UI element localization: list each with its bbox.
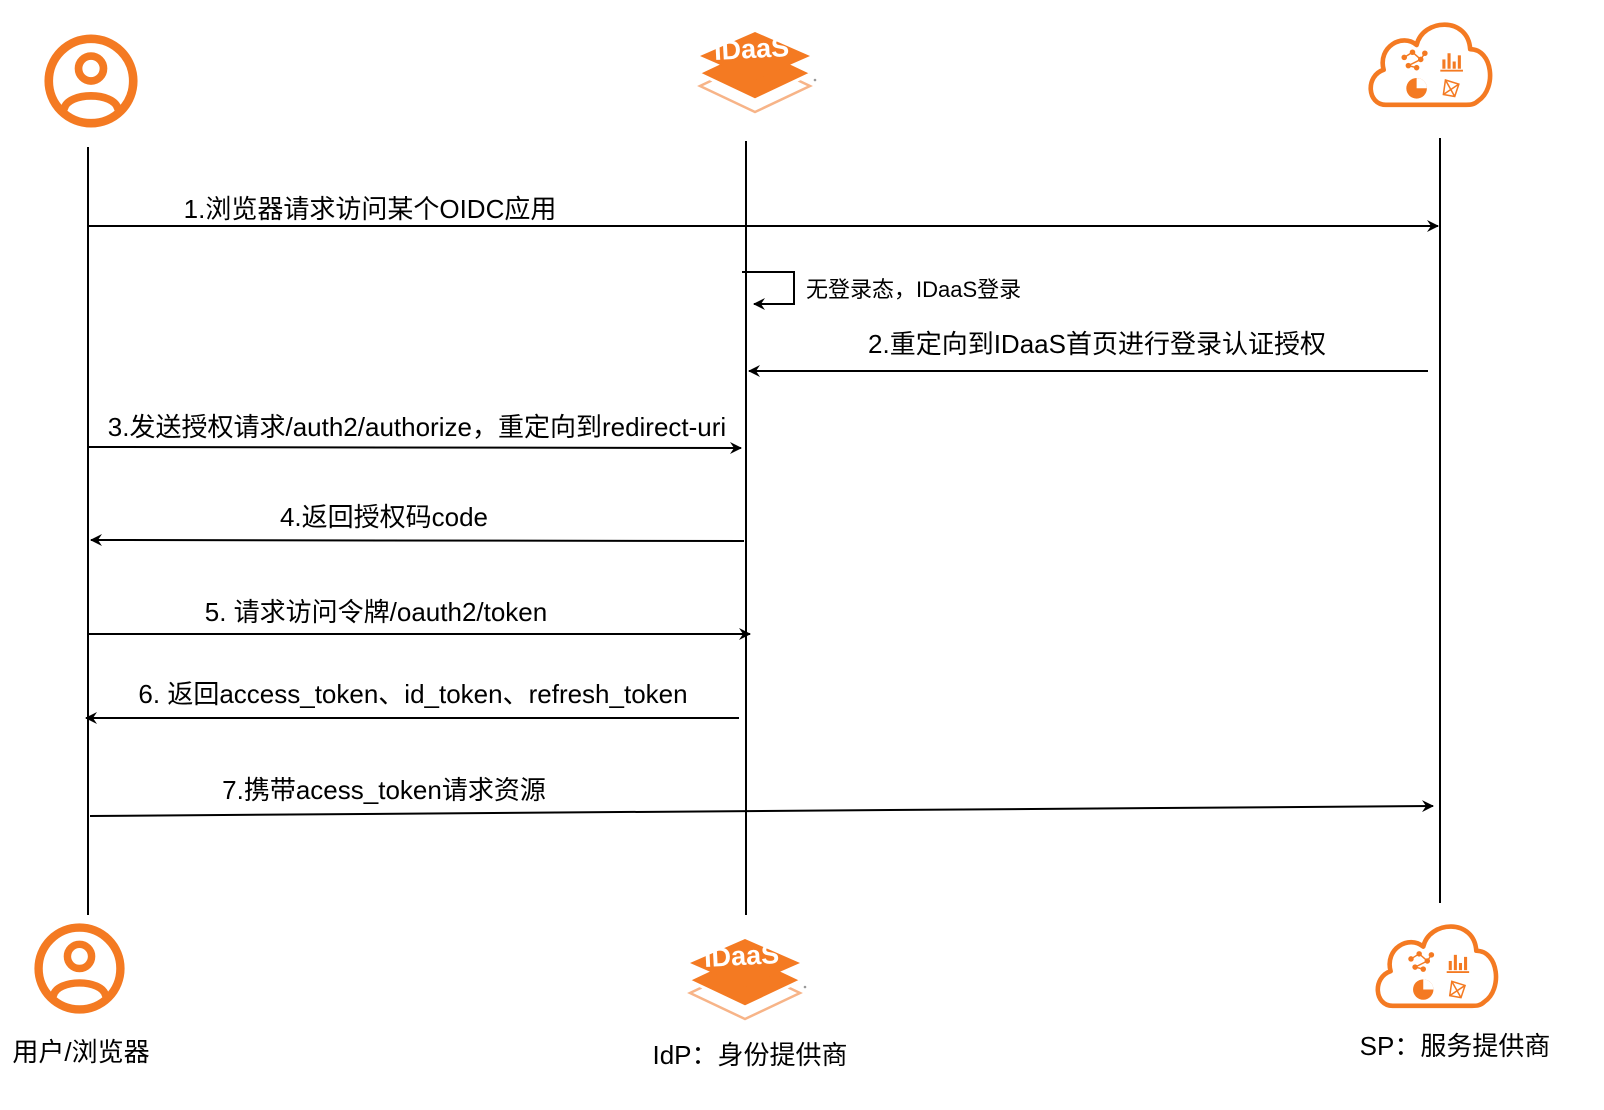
self-message-arrow [742, 271, 795, 310]
message-arrow [90, 534, 745, 547]
cloud-app-icon [1371, 25, 1490, 105]
message-label: 1.浏览器请求访问某个OIDC应用 [184, 194, 557, 224]
user-icon [49, 39, 133, 123]
svg-text:IDaaS: IDaaS [713, 32, 790, 66]
participant-caption-user: 用户/浏览器 [12, 1037, 149, 1067]
message-label: 4.返回授权码code [280, 502, 488, 532]
user-icon [39, 928, 121, 1010]
participant-caption-sp: SP：服务提供商 [1360, 1031, 1551, 1061]
message-label: 3.发送授权请求/auth2/authorize，重定向到redirect-ur… [108, 412, 726, 442]
message-label: 2.重定向到IDaaS首页进行登录认证授权 [868, 329, 1326, 359]
message-label: 5. 请求访问令牌/oauth2/token [205, 597, 547, 627]
idaas-logo-icon: IDaaS [688, 937, 808, 1021]
svg-text:IDaaS: IDaaS [703, 939, 780, 973]
idaas-logo-icon: IDaaS [698, 30, 818, 114]
message-label: 无登录态，IDaaS登录 [806, 277, 1021, 302]
participant-caption-idp: IdP：身份提供商 [652, 1040, 847, 1070]
cloud-app-icon [1378, 927, 1496, 1006]
message-arrow [87, 441, 742, 454]
message-arrow [89, 800, 1434, 817]
message-label: 7.携带acess_token请求资源 [222, 775, 546, 805]
message-label: 6. 返回access_token、id_token、refresh_token [138, 679, 687, 709]
